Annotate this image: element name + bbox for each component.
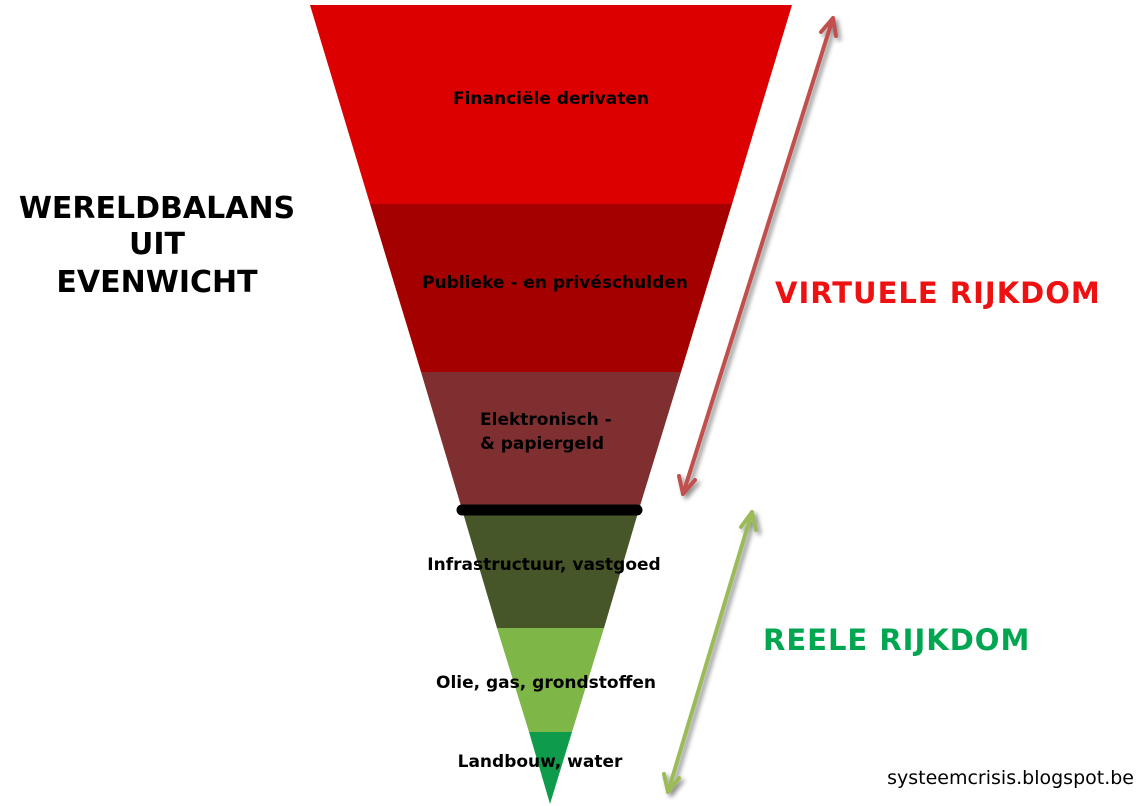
layer-label-electronic-money: Elektronisch - xyxy=(480,410,612,430)
title-line-1: WERELDBALANS xyxy=(19,191,295,226)
virtual-wealth-range-arrow-icon xyxy=(677,16,838,496)
layer-infrastructure-real-estate xyxy=(461,506,640,628)
layer-financial-derivatives xyxy=(310,5,792,204)
layer-oil-gas-raw-materials xyxy=(497,628,604,732)
layer-label-agriculture-water: Landbouw, water xyxy=(458,752,623,772)
real-wealth-label: REELE RIJKDOM xyxy=(763,623,1030,657)
title-line-3: EVENWICHT xyxy=(56,265,258,300)
layer-public-private-debt xyxy=(370,204,732,372)
layer-electronic-paper-money xyxy=(421,372,681,506)
source-credit: systeemcrisis.blogspot.be xyxy=(887,767,1134,789)
layer-label-oil-gas-raw-materials: Olie, gas, grondstoffen xyxy=(436,673,656,693)
layer-label-financial-derivatives: Financiële derivaten xyxy=(453,89,649,109)
layer-label-paper-money: & papiergeld xyxy=(480,434,604,454)
layer-label-infrastructure-real-estate: Infrastructuur, vastgoed xyxy=(427,555,660,575)
real-wealth-range-arrow-icon xyxy=(662,510,758,794)
layer-label-public-private-debt: Publieke - en privéschulden xyxy=(422,273,688,293)
virtual-wealth-label: VIRTUELE RIJKDOM xyxy=(775,276,1101,310)
layer-agriculture-water xyxy=(529,732,572,804)
title-line-2: UIT xyxy=(129,227,186,262)
